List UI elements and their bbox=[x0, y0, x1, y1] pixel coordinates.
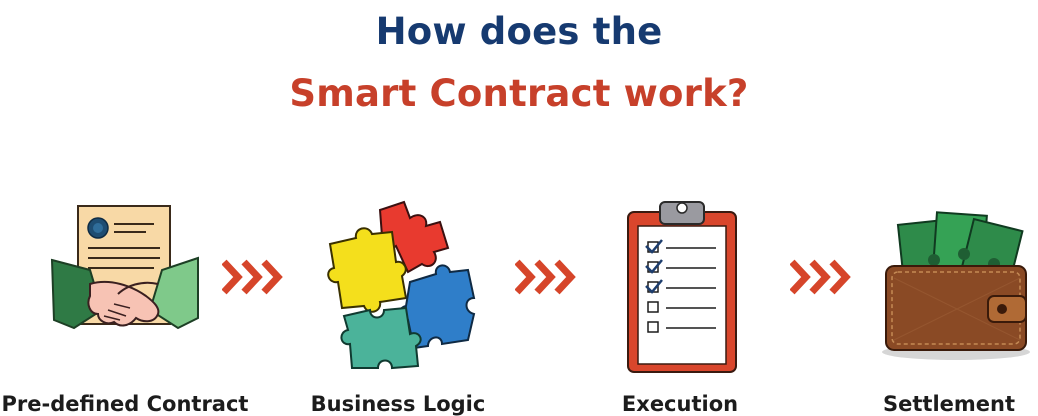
step-label-pre-defined-contract: Pre-defined Contract bbox=[1, 392, 249, 416]
wallet-icon bbox=[872, 200, 1032, 365]
handshake-contract-icon bbox=[50, 200, 200, 360]
step-label-settlement: Settlement bbox=[883, 392, 1015, 416]
arrow-chevrons-icon bbox=[221, 258, 286, 300]
arrow-chevrons-icon bbox=[789, 258, 854, 300]
step-label-execution: Execution bbox=[621, 392, 739, 416]
title-line-1: How does the bbox=[375, 10, 663, 53]
step-label-business-logic: Business Logic bbox=[310, 392, 486, 416]
clipboard-checklist-icon bbox=[622, 196, 742, 376]
puzzle-icon bbox=[318, 190, 478, 370]
title-line-2: Smart Contract work? bbox=[289, 72, 749, 115]
arrow-chevrons-icon bbox=[514, 258, 579, 300]
